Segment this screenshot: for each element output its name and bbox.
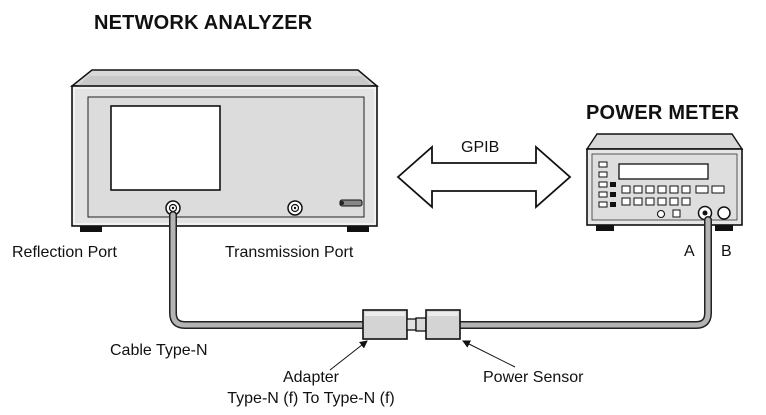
power-meter-illustration [585,133,744,231]
power-meter-title: POWER METER [586,102,740,124]
test-cable [169,211,712,329]
transmission-port-label: Transmission Port [225,244,354,261]
network-analyzer-illustration [69,69,380,232]
sensor-leader [462,340,516,368]
coax-adapter-icon [362,309,417,340]
power-sensor-icon [415,309,461,340]
double-arrow-icon [396,145,572,209]
callout-leaders [329,340,516,371]
network-analyzer-title: NETWORK ANALYZER [94,12,313,34]
analyzer-screen [110,105,221,191]
meter-display [618,163,709,180]
gpib-label: GPIB [461,139,500,156]
transmission-port-connector [287,200,303,216]
meter-channel-b-connector [717,206,731,220]
power-sensor-label: Power Sensor [483,369,584,386]
reflection-port-label: Reflection Port [12,244,117,261]
cable-label: Cable Type-N [110,342,208,359]
channel-b-label: B [721,243,732,260]
adapter-label-line2: Type-N (f) To Type-N (f) [227,390,395,407]
adapter-label: Adapter Type-N (f) To Type-N (f) [206,370,416,407]
adapter-label-line1: Adapter [282,369,340,386]
adapter-leader [329,340,368,371]
analyzer-probe-connector [339,199,363,207]
channel-a-label: A [684,243,695,260]
